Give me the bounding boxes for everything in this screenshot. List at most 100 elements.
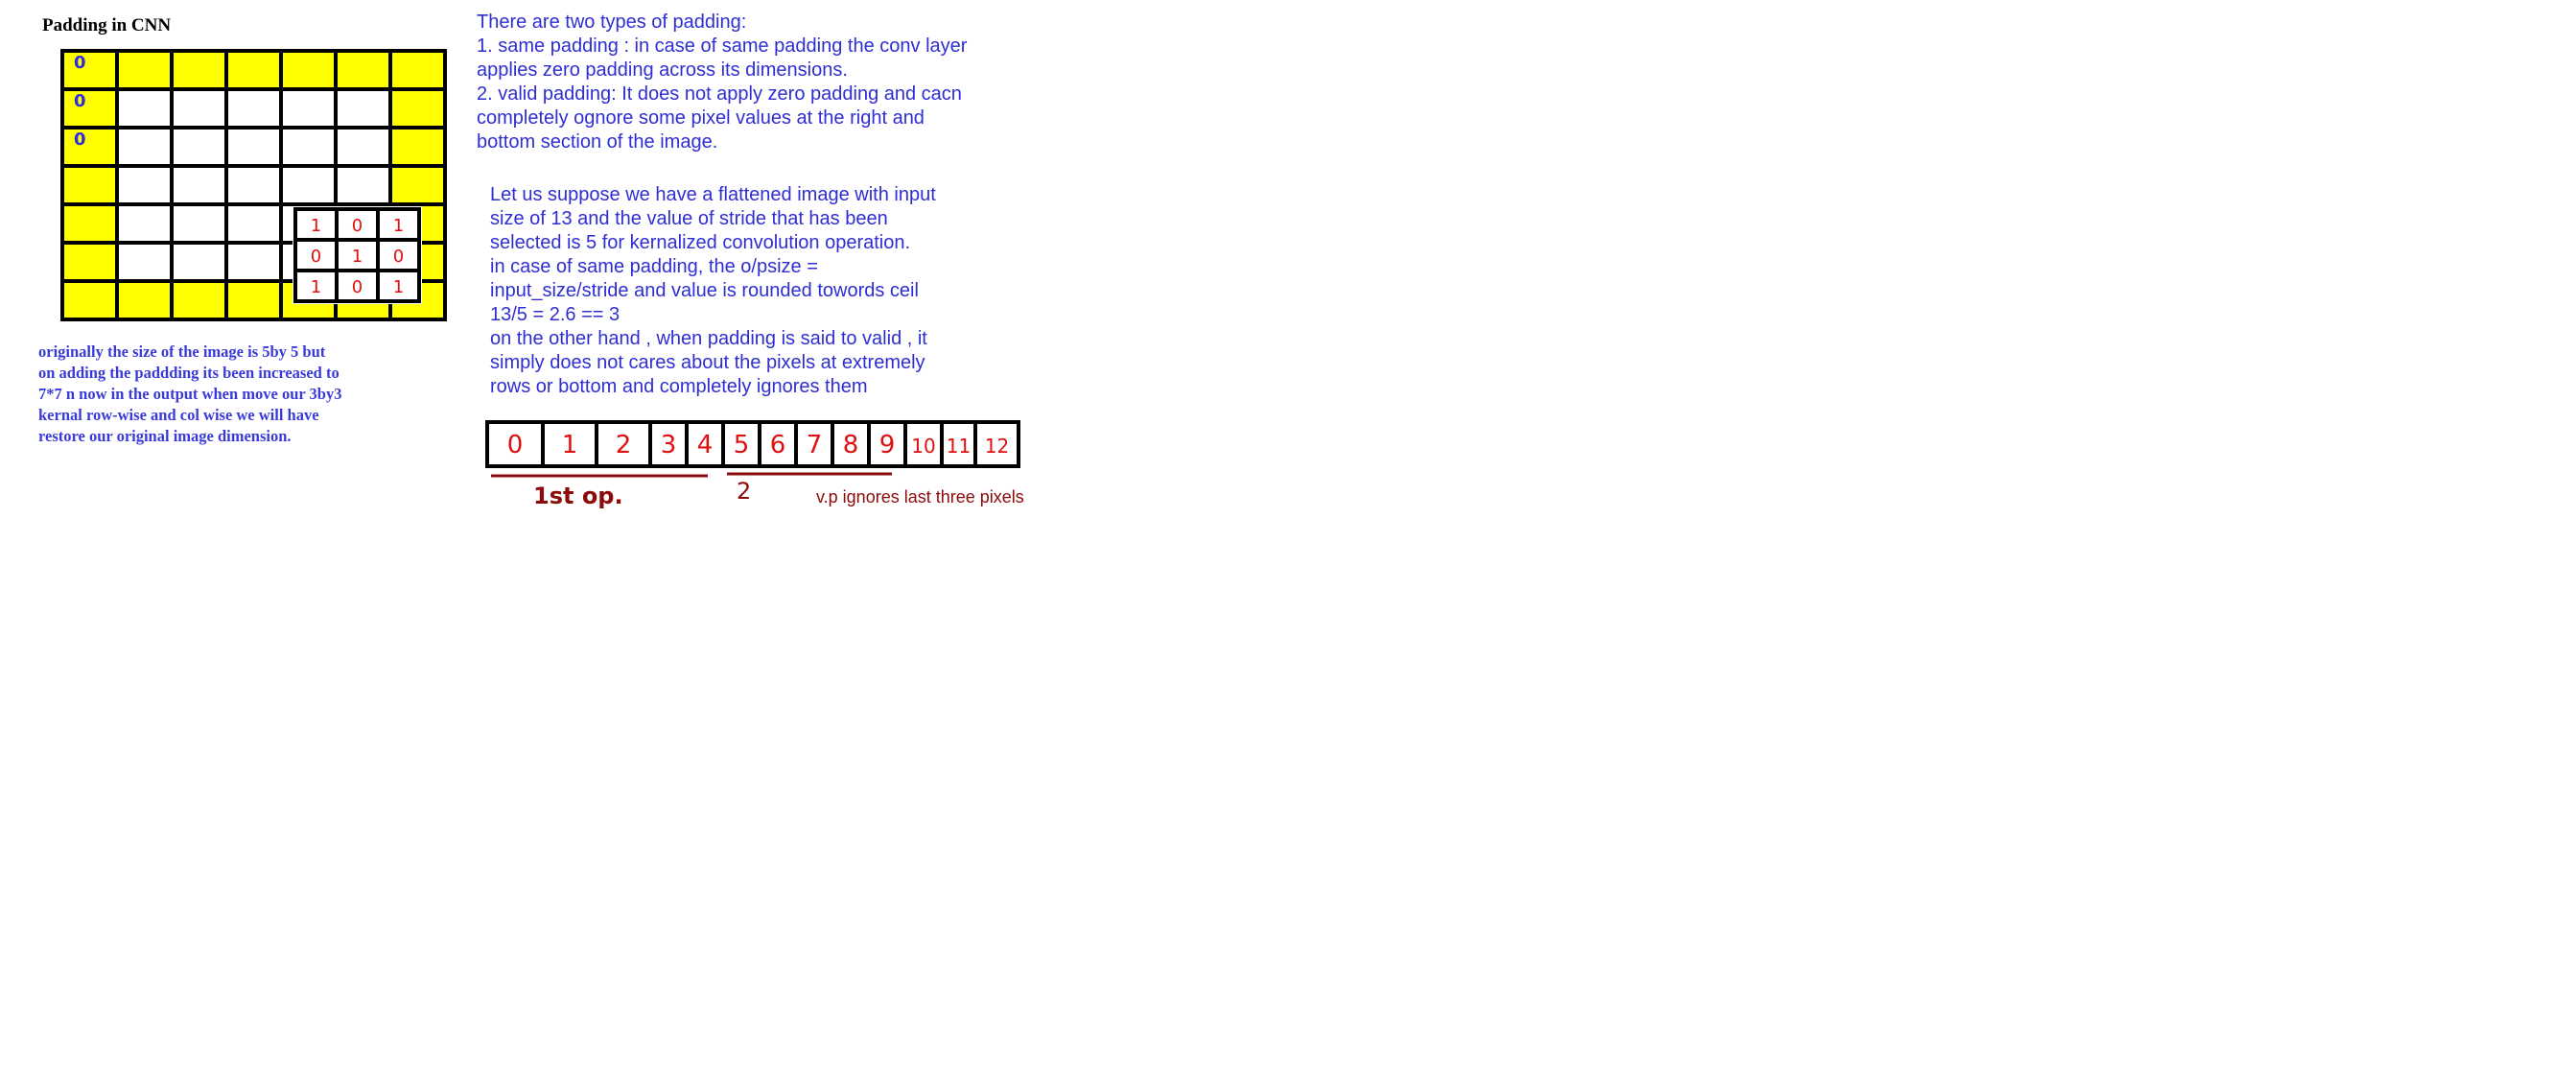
text-line: applies zero padding across its dimensio… <box>477 59 848 81</box>
text-line: in case of same padding, the o/psize = <box>490 256 818 277</box>
image-cell <box>224 164 283 206</box>
padding-cell <box>279 49 338 91</box>
sequence-value: 11 <box>947 435 971 458</box>
image-cell <box>170 241 228 283</box>
left-note-line: on adding the paddding its been increase… <box>38 364 340 382</box>
kernel-value: 0 <box>311 247 321 267</box>
kernel-value: 1 <box>352 247 363 267</box>
padding-cell <box>60 87 119 130</box>
zero-padding-mark: 0 <box>74 130 86 150</box>
kernel-cell <box>376 207 421 242</box>
text-line: 2. valid padding: It does not apply zero… <box>477 83 962 105</box>
sequence-cell <box>485 420 545 468</box>
sequence-cell <box>685 420 725 468</box>
image-cell <box>115 126 174 168</box>
text-line: input_size/stride and value is rounded t… <box>490 280 919 301</box>
image-cell <box>224 87 283 130</box>
sequence-value: 10 <box>911 435 935 458</box>
sequence-value: 3 <box>661 431 677 460</box>
kernel-value: 0 <box>393 247 404 267</box>
kernel-value: 1 <box>311 216 321 236</box>
kernel-cell <box>335 269 380 303</box>
padding-cell <box>60 279 119 321</box>
text-line: rows or bottom and completely ignores th… <box>490 376 868 397</box>
image-cell <box>224 126 283 168</box>
padding-types-text: There are two types of padding: 1. same … <box>477 11 967 154</box>
example-text: Let us suppose we have a flattened image… <box>490 183 936 399</box>
page-title: Padding in CNN <box>42 15 172 35</box>
image-cell <box>224 241 283 283</box>
image-cell <box>279 164 338 206</box>
padding-cell <box>60 126 119 168</box>
kernel-value: 0 <box>352 216 363 236</box>
padding-cell <box>60 241 119 283</box>
kernel-cell <box>376 269 421 303</box>
sequence-value: 12 <box>985 435 1009 458</box>
left-note-line: kernal row-wise and col wise we will hav… <box>38 406 319 424</box>
sequence-value: 9 <box>879 431 896 460</box>
second-op-label: 2 <box>737 478 751 505</box>
image-cell <box>279 87 338 130</box>
sequence-value: 5 <box>734 431 750 460</box>
text-line: completely ognore some pixel values at t… <box>477 107 925 129</box>
text-line: on the other hand , when padding is said… <box>490 328 927 349</box>
padding-cell <box>115 49 174 91</box>
valid-padding-note: v.p ignores last three pixels <box>816 487 1024 507</box>
first-op-label: 1st op. <box>533 483 623 509</box>
padding-cell <box>334 49 392 91</box>
padding-cell <box>60 202 119 245</box>
sequence-cell <box>721 420 761 468</box>
left-note: originally the size of the image is 5by … <box>38 342 422 447</box>
sequence-value: 7 <box>807 431 823 460</box>
text-line: 13/5 = 2.6 == 3 <box>490 304 621 325</box>
text-line: Let us suppose we have a flattened image… <box>490 184 936 205</box>
image-cell <box>334 164 392 206</box>
sequence-value: 0 <box>507 431 524 460</box>
padding-cell <box>388 49 447 91</box>
kernel-value: 0 <box>352 277 363 297</box>
sequence-cell <box>595 420 652 468</box>
image-cell <box>115 87 174 130</box>
image-cell <box>224 202 283 245</box>
image-cell <box>115 241 174 283</box>
padding-cell <box>60 49 119 91</box>
zero-padding-mark: 0 <box>74 53 86 73</box>
image-cell <box>170 87 228 130</box>
image-cell <box>115 202 174 245</box>
image-cell <box>170 164 228 206</box>
padding-cell <box>60 164 119 206</box>
sequence-value: 1 <box>562 431 578 460</box>
text-line: bottom section of the image. <box>477 131 718 153</box>
image-cell <box>170 202 228 245</box>
left-note-line: restore our original image dimension. <box>38 427 292 445</box>
left-note-line: 7*7 n now in the output when move our 3b… <box>38 385 342 403</box>
image-cell <box>334 87 392 130</box>
zero-padding-mark: 0 <box>74 91 86 111</box>
sequence-value: 6 <box>770 431 786 460</box>
kernel-value: 1 <box>393 216 404 236</box>
padding-cell <box>115 279 174 321</box>
padding-cell <box>388 164 447 206</box>
text-line: size of 13 and the value of stride that … <box>490 208 888 229</box>
text-line: selected is 5 for kernalized convolution… <box>490 232 911 253</box>
padding-cell <box>224 49 283 91</box>
padding-cell <box>224 279 283 321</box>
padding-cell <box>170 49 228 91</box>
padding-cell <box>170 279 228 321</box>
image-cell <box>279 126 338 168</box>
image-cell <box>115 164 174 206</box>
image-cell <box>334 126 392 168</box>
sequence-value: 8 <box>843 431 859 460</box>
kernel-value: 1 <box>393 277 404 297</box>
padding-cell <box>388 87 447 130</box>
text-line: 1. same padding : in case of same paddin… <box>477 35 968 57</box>
padding-cell <box>388 126 447 168</box>
left-note-line: originally the size of the image is 5by … <box>38 342 326 361</box>
text-line: There are two types of padding: <box>477 12 747 33</box>
text-line: simply does not cares about the pixels a… <box>490 352 925 373</box>
sequence-value: 4 <box>697 431 714 460</box>
